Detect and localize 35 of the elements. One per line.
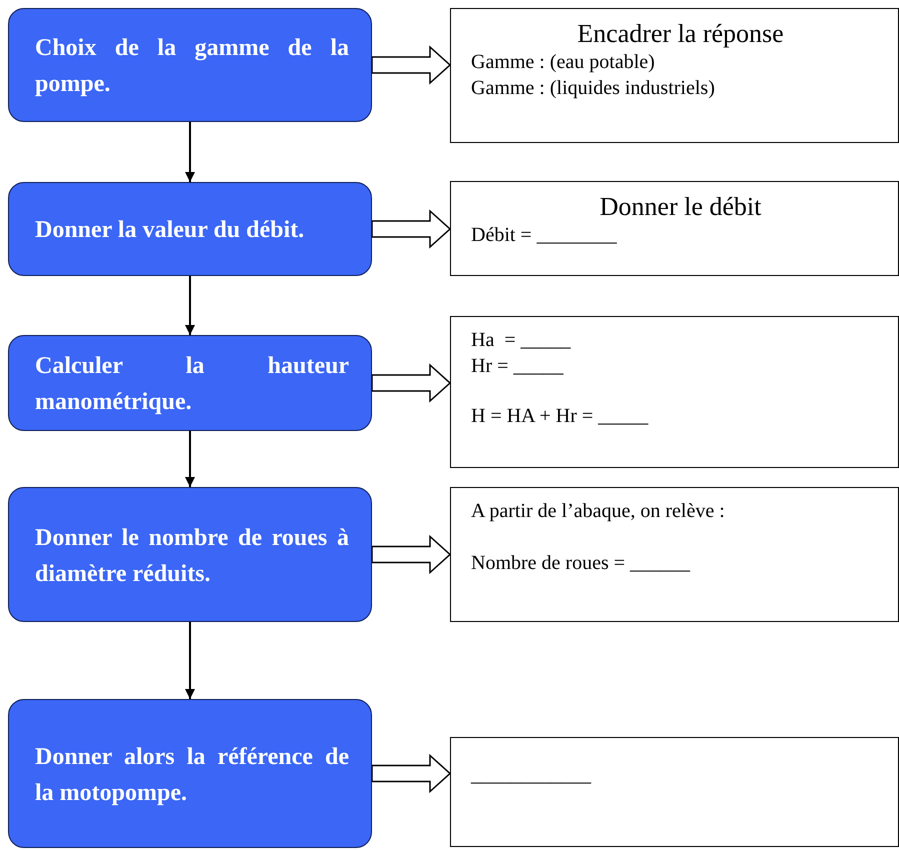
answer-line: Gamme : (eau potable) [471,50,656,75]
answer-line: Débit = ________ [471,223,618,248]
answer-heading: Encadrer la réponse [576,19,785,49]
step-box [8,487,372,622]
step-text: Donner la valeur du débit. [35,216,306,245]
step-text: Choix de la gamme de la pompe. [35,34,349,99]
arrow [185,122,195,182]
answer-line: Ha = _____ [471,328,572,353]
answer-box [450,737,899,847]
answer-line: A partir de l’abaque, on relève : [471,499,726,524]
hollow-arrow [371,534,452,574]
step-text: Donner alors la référence de la motopompe. [35,742,349,808]
step-text: Calculer la hauteur manométrique. [35,352,349,417]
answer-heading: Donner le débit [598,192,762,222]
hollow-arrow [371,363,452,403]
arrow [185,276,195,335]
answer-line: Gamme : (liquides industriels) [471,76,716,101]
answer-line: ____________ [471,763,592,788]
hollow-arrow [371,754,452,794]
hollow-arrow [371,45,452,85]
answer-box [450,8,899,143]
arrow [185,431,195,487]
step-text: Donner le nombre de roues à diamètre réduits. [35,524,349,588]
answer-box [450,181,899,276]
answer-line: Hr = _____ [471,354,564,379]
step-box [8,8,372,122]
answer-line: H = HA + Hr = _____ [471,404,650,429]
answer-box [450,487,899,622]
step-box [8,335,372,431]
arrow [185,622,195,699]
step-box [8,699,372,848]
hollow-arrow [371,209,452,249]
step-box [8,182,372,276]
answer-line: Nombre de roues = ______ [471,551,692,576]
answer-box [450,316,899,468]
